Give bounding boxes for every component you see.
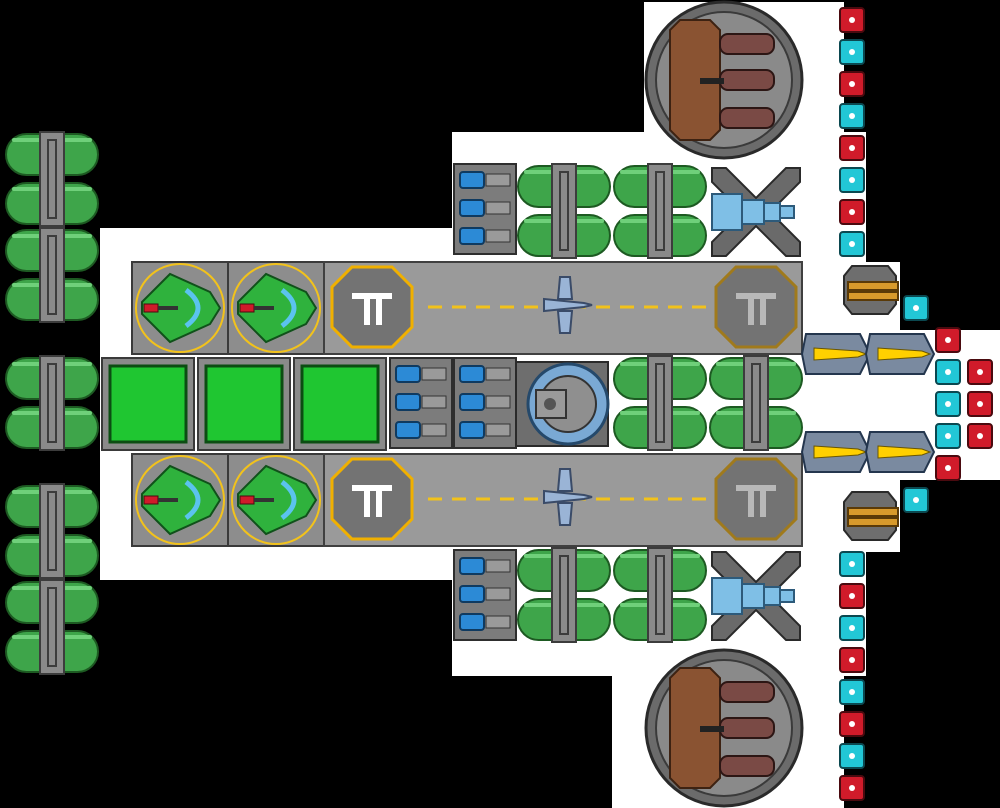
battery-packs — [389, 163, 517, 641]
power-cell-cyan[interactable] — [903, 295, 929, 321]
landing-pad-icon[interactable] — [714, 457, 798, 541]
thruster-array[interactable] — [711, 551, 801, 641]
power-cell-red[interactable] — [839, 775, 865, 801]
power-cell-cyan[interactable] — [935, 391, 961, 417]
fuel-tank-icon[interactable] — [613, 355, 707, 451]
laser-emitter-icon[interactable] — [800, 333, 872, 375]
fuel-tank-icon[interactable] — [709, 355, 803, 451]
left-fuel-tanks-mid — [5, 355, 99, 451]
power-cell-red[interactable] — [967, 391, 993, 417]
reactor-core-icon[interactable] — [515, 361, 610, 447]
hangar-bay[interactable] — [197, 357, 291, 451]
power-cell-cyan[interactable] — [839, 679, 865, 705]
power-cell-red[interactable] — [935, 327, 961, 353]
battery-pack-icon[interactable] — [453, 549, 517, 641]
battery-pack-icon[interactable] — [453, 357, 517, 449]
power-cell-cyan[interactable] — [839, 39, 865, 65]
gold-cannon-icon[interactable] — [843, 491, 899, 541]
fuel-tank-icon[interactable] — [5, 227, 99, 323]
hangar-bay[interactable] — [293, 357, 387, 451]
power-cell-red[interactable] — [967, 423, 993, 449]
jet-icon[interactable] — [543, 276, 593, 334]
power-cell-red[interactable] — [839, 711, 865, 737]
fighter-ship-icon[interactable] — [231, 263, 321, 353]
fuel-tank-icon[interactable] — [5, 131, 99, 227]
heavy-turret-icon[interactable] — [644, 0, 804, 160]
fighter-ship-icon[interactable] — [135, 455, 225, 545]
power-cell-red[interactable] — [935, 455, 961, 481]
landing-pad-icon[interactable] — [330, 265, 414, 349]
hangar-bay[interactable] — [101, 357, 195, 451]
fighter-ship-icon[interactable] — [135, 263, 225, 353]
laser-emitter-icon[interactable] — [864, 333, 936, 375]
battery-pack-icon[interactable] — [389, 357, 453, 449]
laser-emitters — [800, 333, 936, 473]
left-fuel-tanks-bot — [5, 483, 99, 675]
fuel-tank-icon[interactable] — [5, 483, 99, 579]
power-cell-cyan[interactable] — [839, 615, 865, 641]
power-cells — [839, 7, 993, 801]
landing-pad-icon[interactable] — [330, 457, 414, 541]
fighters — [135, 263, 321, 545]
power-cell-cyan[interactable] — [839, 743, 865, 769]
mid-fuel-tanks — [613, 355, 803, 451]
power-cell-cyan[interactable] — [839, 167, 865, 193]
fuel-tank-icon[interactable] — [517, 163, 611, 259]
jet-icon[interactable] — [543, 468, 593, 526]
battery-pack-icon[interactable] — [453, 163, 517, 255]
power-cell-cyan[interactable] — [935, 423, 961, 449]
power-cell-red[interactable] — [967, 359, 993, 385]
left-fuel-tanks-top — [5, 131, 99, 323]
power-cell-red[interactable] — [839, 583, 865, 609]
power-cell-cyan[interactable] — [903, 487, 929, 513]
landing-pad-icon[interactable] — [714, 265, 798, 349]
power-cell-red[interactable] — [839, 647, 865, 673]
laser-emitter-icon[interactable] — [800, 431, 872, 473]
fuel-tank-icon[interactable] — [517, 547, 611, 643]
upper-fuel-tanks — [517, 163, 707, 259]
thruster-array[interactable] — [711, 167, 801, 257]
power-cell-cyan[interactable] — [839, 231, 865, 257]
fuel-tank-icon[interactable] — [5, 579, 99, 675]
fuel-tank-icon[interactable] — [613, 547, 707, 643]
power-cell-cyan[interactable] — [839, 551, 865, 577]
power-cell-red[interactable] — [839, 199, 865, 225]
hangar-bays — [101, 357, 387, 451]
lower-fuel-tanks — [517, 547, 707, 643]
fuel-tank-icon[interactable] — [5, 355, 99, 451]
laser-emitter-icon[interactable] — [864, 431, 936, 473]
power-cell-red[interactable] — [839, 7, 865, 33]
heavy-turret-icon[interactable] — [644, 648, 804, 808]
power-cell-cyan[interactable] — [935, 359, 961, 385]
fuel-tank-icon[interactable] — [613, 163, 707, 259]
fighter-ship-icon[interactable] — [231, 455, 321, 545]
power-cell-red[interactable] — [839, 71, 865, 97]
power-cell-red[interactable] — [839, 135, 865, 161]
gold-cannon-icon[interactable] — [843, 265, 899, 315]
power-cell-cyan[interactable] — [839, 103, 865, 129]
